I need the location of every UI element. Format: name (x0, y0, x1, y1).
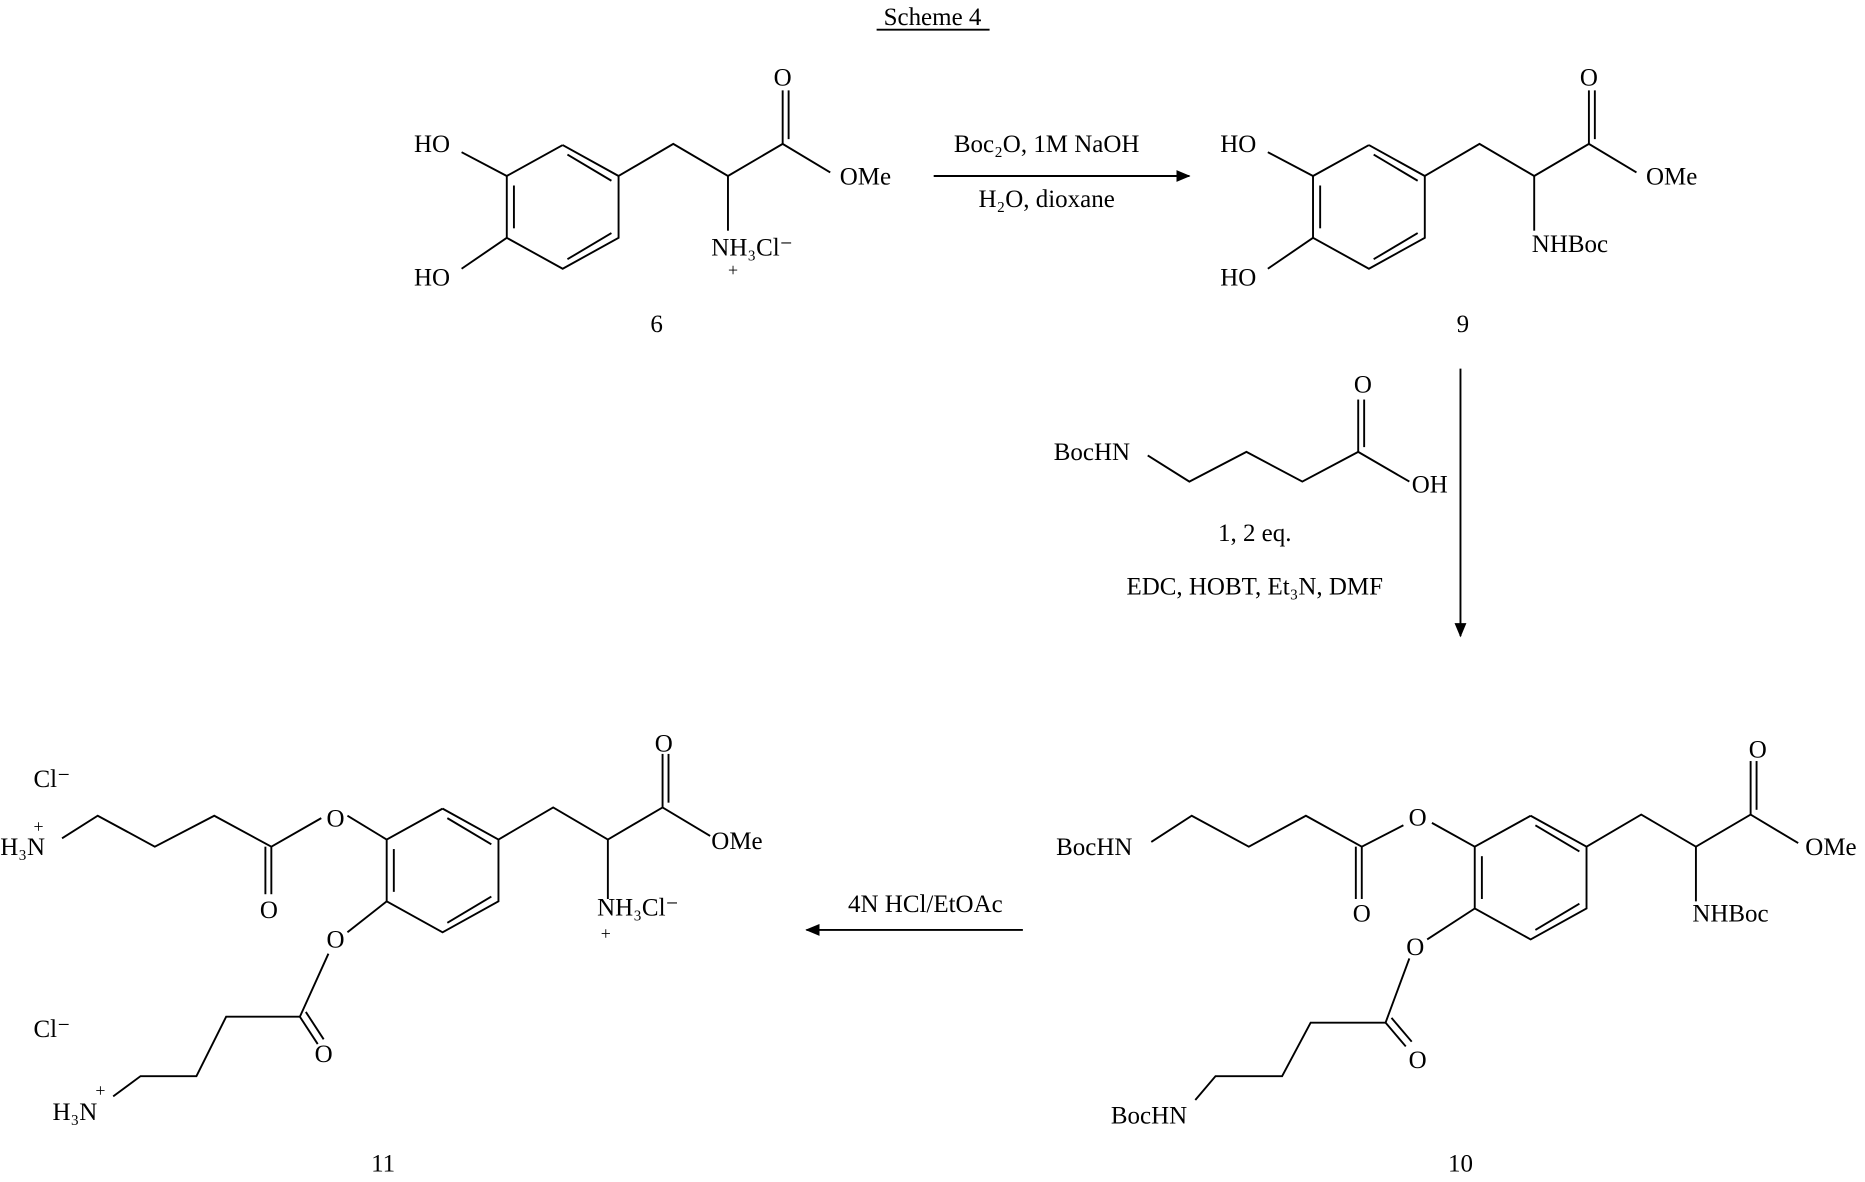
amine-label: BocHN (1056, 834, 1132, 861)
bond (305, 1011, 325, 1040)
amine-label: NHBoc (1692, 901, 1768, 928)
oxygen-label: O (1409, 804, 1427, 831)
benzene-ring (505, 144, 620, 270)
step1-reagents: Boc₂O, 1M NaOH (954, 131, 1140, 158)
acid-label: OH (1412, 471, 1448, 498)
step3-reagents: 4N HCl/EtOAc (848, 891, 1003, 918)
scheme-title: Scheme 4 (884, 4, 982, 31)
compound-number: 6 (650, 311, 662, 338)
compound-9: HO HO O OMe NHBoc 9 (1220, 65, 1697, 338)
ester-label: OMe (1646, 163, 1697, 190)
charge-label: + (34, 816, 44, 836)
bonds (61, 90, 1799, 1101)
hydroxyl-label: HO (1220, 131, 1256, 158)
oxygen-label: O (327, 805, 345, 832)
bond (1390, 1017, 1413, 1043)
amine-label: BocHN (1054, 439, 1130, 466)
oxygen-label: O (1354, 371, 1372, 398)
side-chain (618, 142, 831, 178)
ester-chain (61, 814, 322, 848)
oxygen-label: O (774, 65, 792, 92)
side-chain (1586, 813, 1799, 848)
double-bond (566, 153, 612, 182)
double-bond (1534, 902, 1580, 931)
charge-label: + (601, 923, 611, 943)
ester-label: OMe (711, 828, 762, 855)
oxygen-label: O (655, 731, 673, 758)
oxygen-label: O (1749, 736, 1767, 763)
benzene-ring (1473, 814, 1588, 941)
oxygen-label: O (1353, 901, 1371, 928)
compound-number: 10 (1448, 1150, 1473, 1177)
double-bond (446, 817, 492, 846)
charge-label: + (95, 1080, 105, 1100)
step1-solvent: H₂O, dioxane (979, 186, 1115, 213)
double-bond (1534, 824, 1580, 853)
ammonium-label: H₃N (53, 1099, 98, 1126)
ester-label: OMe (840, 163, 891, 190)
compound-11: O OMe NH₃Cl⁻ + O O H₃N + Cl⁻ O O H₃N + C… (0, 731, 762, 1178)
double-bond (566, 232, 612, 261)
compound-10: O OMe NHBoc O O BocHN O O BocHN 10 (1056, 736, 1856, 1177)
oxygen-label: O (315, 1041, 333, 1068)
oxygen-label: O (327, 927, 345, 954)
benzene-ring (1312, 144, 1426, 270)
hydroxyl-label: HO (414, 264, 450, 291)
ester-label: OMe (1805, 834, 1856, 861)
bond (299, 1016, 319, 1045)
amine-label: BocHN (1111, 1103, 1187, 1130)
bond (461, 237, 508, 270)
side-chain (1424, 142, 1637, 178)
bond (1384, 1022, 1407, 1048)
oxygen-label: O (1409, 1047, 1427, 1074)
bond (1267, 151, 1314, 177)
oxygen-label: O (260, 897, 278, 924)
reagent-chain (1147, 450, 1410, 483)
amine-label: NHBoc (1532, 231, 1608, 258)
side-chain (497, 806, 711, 841)
bond (1267, 237, 1314, 270)
chloride-label: Cl⁻ (34, 766, 71, 793)
hydroxyl-label: HO (1220, 264, 1256, 291)
double-bond (1373, 153, 1419, 182)
bond (1426, 907, 1476, 941)
hydroxyl-label: HO (414, 131, 450, 158)
step2-conditions: EDC, HOBT, Et₃N, DMF (1126, 574, 1383, 601)
bond (346, 900, 388, 934)
compound-6: HO HO O OMe NH₃Cl⁻ + 6 (414, 65, 891, 338)
double-bond (1373, 232, 1419, 261)
oxygen-label: O (1406, 934, 1424, 961)
compound-number: 11 (371, 1150, 395, 1177)
equivalents-label: 1, 2 eq. (1218, 520, 1292, 547)
ammonium-label: H₃N (0, 834, 45, 861)
compound-number: 9 (1457, 311, 1469, 338)
benzene-ring (385, 807, 500, 934)
double-bond (446, 895, 492, 924)
bond (346, 814, 388, 841)
bond (461, 151, 508, 177)
ester-chain (1194, 958, 1411, 1101)
oxygen-label: O (1580, 65, 1598, 92)
ester-chain (1150, 814, 1404, 848)
reagent-boc-gaba: BocHN O OH 1, 2 eq. EDC, HOBT, Et₃N, DMF (1054, 371, 1448, 600)
chloride-label: Cl⁻ (34, 1016, 71, 1043)
bond (1431, 822, 1476, 848)
charge-label: + (728, 260, 738, 280)
ester-chain (112, 953, 330, 1098)
amine-label: NH₃Cl⁻ (711, 235, 793, 262)
amine-label: NH₃Cl⁻ (597, 895, 679, 922)
